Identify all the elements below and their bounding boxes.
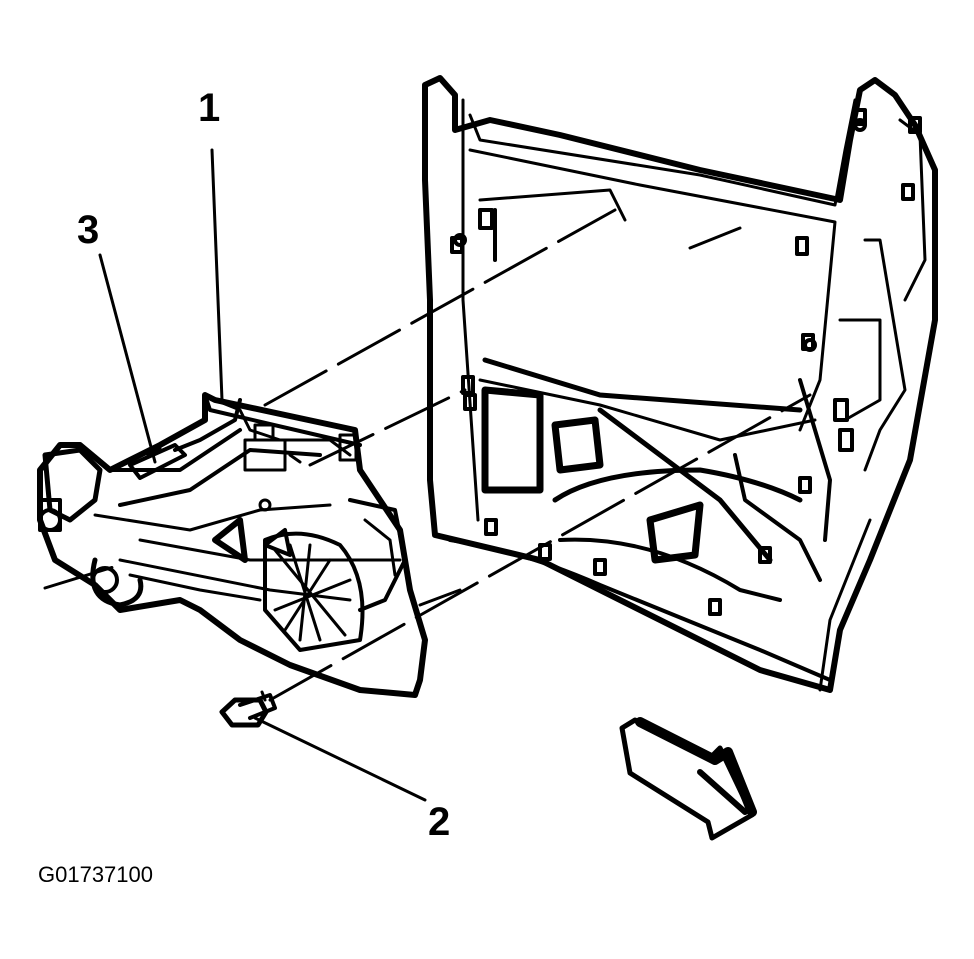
window-regulator-assembly	[37, 392, 428, 698]
alignment-lines	[43, 208, 812, 702]
leader-line-1	[210, 148, 224, 402]
leader-line-2	[253, 716, 427, 802]
callout-3: 3	[77, 208, 100, 252]
callout-1: 1	[198, 86, 221, 130]
leader-line-3	[98, 253, 157, 464]
callout-2: 2	[428, 800, 451, 844]
leader-lines	[98, 148, 427, 802]
forward-direction-arrow-icon	[619, 717, 757, 841]
bolt-part	[219, 690, 277, 728]
figure-id-label: G01737100	[38, 862, 153, 887]
door-inner-panel	[422, 75, 938, 693]
